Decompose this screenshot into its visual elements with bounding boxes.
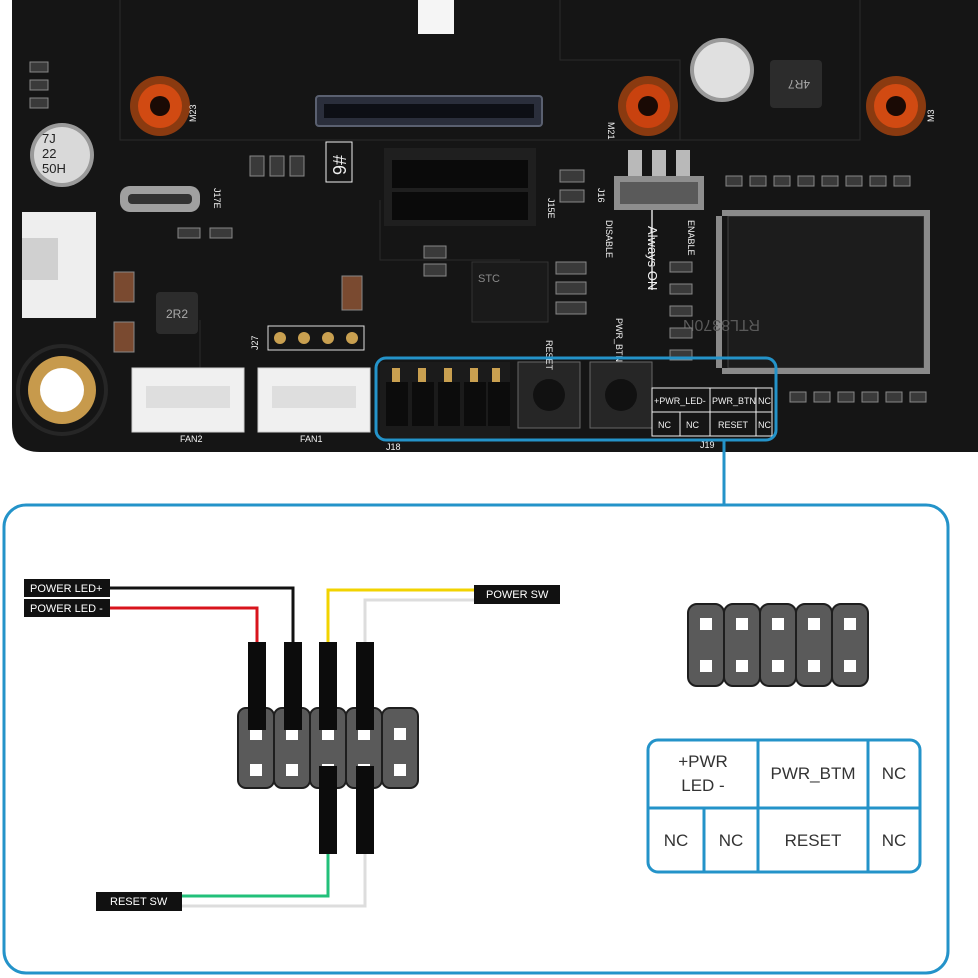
j18-board-header: J18 xyxy=(380,362,510,452)
cap-marking-1: 7J xyxy=(42,131,56,146)
j19-label: J19 xyxy=(700,440,715,450)
silk-pwr-led: +PWR_LED- xyxy=(654,396,706,406)
label-reset-sw: RESET SW xyxy=(96,892,182,911)
cap-marking-3: 50H xyxy=(42,161,66,176)
cell-nc-2: NC xyxy=(664,831,689,850)
cell-nc-1: NC xyxy=(882,764,907,783)
top-jumpers xyxy=(248,642,374,730)
fan2-connector: FAN2 xyxy=(131,367,245,444)
wire-power-sw-yellow xyxy=(326,588,474,648)
cell-pwr-btm: PWR_BTM xyxy=(771,764,856,783)
fan1-connector: FAN1 xyxy=(257,367,371,444)
standoff-m21: M21 xyxy=(606,76,678,140)
cell-nc-3: NC xyxy=(719,831,744,850)
silk-reset: RESET xyxy=(718,420,749,430)
cell-nc-4: NC xyxy=(882,831,907,850)
inductor-marking-1: 2R2 xyxy=(166,307,188,321)
svg-text:J27: J27 xyxy=(250,335,260,350)
stc-chip: STC xyxy=(471,261,549,323)
switch-label-disable: DISABLE xyxy=(604,220,614,258)
fan1-label: FAN1 xyxy=(300,434,323,444)
j19-silk-grid: +PWR_LED- PWR_BTN NC NC NC RESET NC J19 xyxy=(651,387,773,450)
wire-power-led-plus xyxy=(110,586,295,648)
switch-label-always-on: Always ON xyxy=(645,226,660,290)
svg-text:POWER LED+: POWER LED+ xyxy=(30,583,102,595)
standoff-label-m23: M23 xyxy=(188,104,198,122)
reset-button: RESET xyxy=(517,340,581,429)
svg-text:J18: J18 xyxy=(386,442,401,452)
j27-pads: J27 xyxy=(250,325,365,351)
silk-pwr-btn: PWR_BTN xyxy=(712,396,756,406)
standoff-label-m21: M21 xyxy=(606,122,616,140)
rtl-chip-marking: RTL8370N xyxy=(683,316,760,333)
j15e-header: J15E xyxy=(384,148,556,226)
j17e-label: J17E xyxy=(212,188,222,209)
fan2-label: FAN2 xyxy=(180,434,203,444)
slot-label: #6 xyxy=(325,0,454,183)
silk-nc-4: NC xyxy=(758,420,771,430)
capacitor-right xyxy=(690,38,754,102)
inductor-marking-2: 4R7 xyxy=(788,77,810,91)
bottom-jumpers xyxy=(319,766,374,854)
rtl-chip: RTL8370N xyxy=(683,210,930,374)
wire-reset-white xyxy=(182,850,367,908)
pcb-board: M23 M21 M3 7J 22 50H xyxy=(12,0,978,452)
cell-reset: RESET xyxy=(785,831,842,850)
ribbon-connector xyxy=(315,95,543,127)
wire-power-sw-white xyxy=(363,598,474,648)
standoff-m23: M23 xyxy=(130,76,198,136)
svg-text:J15E: J15E xyxy=(546,198,556,219)
slide-switch: DISABLE Always ON ENABLE J16 xyxy=(596,150,704,290)
inductor: 2R2 4R7 xyxy=(156,60,822,334)
pin-header-icon xyxy=(687,603,869,687)
svg-text:J16: J16 xyxy=(596,188,606,203)
wire-power-led-minus xyxy=(110,606,259,648)
mounting-hole xyxy=(16,344,108,436)
svg-text:RESET SW: RESET SW xyxy=(110,896,168,908)
standoff-label-m3: M3 xyxy=(926,109,936,122)
label-power-led-plus: POWER LED+ xyxy=(24,579,110,597)
pwr-button: PWR_BTN xyxy=(589,318,653,429)
cap-marking-2: 22 xyxy=(42,146,56,161)
highlight-callout xyxy=(374,356,778,504)
silk-nc-1: NC xyxy=(758,396,771,406)
svg-text:STC: STC xyxy=(478,273,500,285)
label-power-sw: POWER SW xyxy=(474,585,560,604)
capacitor-left: 7J 22 50H xyxy=(30,123,94,187)
svg-text:#6: #6 xyxy=(329,155,349,175)
reset-button-label: RESET xyxy=(544,340,554,371)
svg-text:POWER SW: POWER SW xyxy=(486,589,549,601)
label-power-led-minus: POWER LED - xyxy=(24,599,110,617)
switch-label-enable: ENABLE xyxy=(686,220,696,256)
svg-text:POWER LED -: POWER LED - xyxy=(30,603,103,615)
wires xyxy=(110,586,474,908)
smd-components xyxy=(29,61,927,403)
silk-nc-2: NC xyxy=(658,420,671,430)
wire-reset-green xyxy=(182,850,330,898)
silk-nc-3: NC xyxy=(686,420,699,430)
standoff-m3: M3 xyxy=(866,76,936,136)
pwr-button-label: PWR_BTN xyxy=(614,318,624,362)
pin-header-diagram xyxy=(237,642,419,854)
